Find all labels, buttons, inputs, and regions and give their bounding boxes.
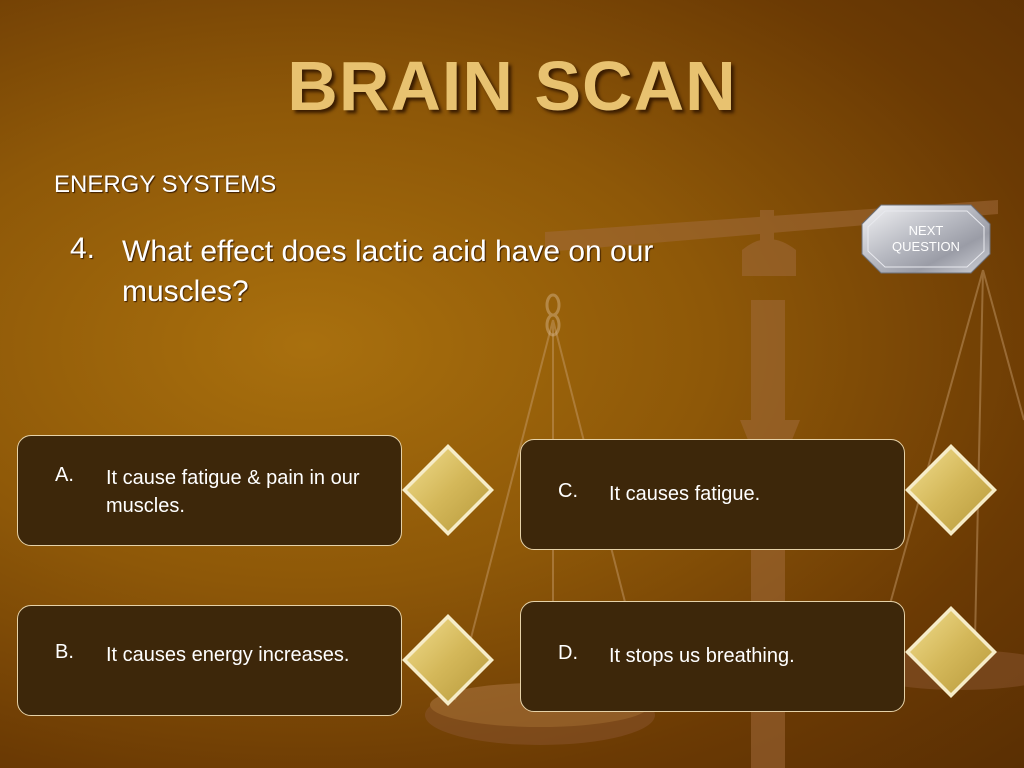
next-question-button[interactable]: NEXT QUESTION <box>861 204 991 274</box>
topic-label: ENERGY SYSTEMS <box>54 171 277 198</box>
next-label-line2: QUESTION <box>892 239 960 254</box>
answer-c-box[interactable]: C. It causes fatigue. <box>520 439 905 550</box>
answer-c-diamond-icon[interactable] <box>904 443 998 537</box>
answer-c-text: It causes fatigue. <box>609 483 761 505</box>
next-label-line1: NEXT <box>908 223 944 238</box>
answer-c-letter: C. <box>558 480 578 502</box>
answer-b-text: It causes energy increases. <box>106 644 350 666</box>
answer-b-box[interactable]: B. It causes energy increases. <box>17 605 402 716</box>
question-text: What effect does lactic acid have on our… <box>122 235 654 308</box>
question-number: 4. <box>70 232 96 265</box>
octagon-button-icon <box>861 204 991 274</box>
answer-b-letter: B. <box>55 641 74 663</box>
answer-d-letter: D. <box>558 642 578 664</box>
answer-d-box[interactable]: D. It stops us breathing. <box>520 601 905 712</box>
answer-a-diamond-icon[interactable] <box>401 443 495 537</box>
answer-d-text: It stops us breathing. <box>609 645 795 667</box>
slide-title: BRAIN SCAN <box>287 47 737 125</box>
answer-b-diamond-icon[interactable] <box>401 613 495 707</box>
answer-a-text: It cause fatigue & pain in our muscles. <box>106 467 360 517</box>
answer-a-box[interactable]: A. It cause fatigue & pain in our muscle… <box>17 435 402 546</box>
answer-d-diamond-icon[interactable] <box>904 605 998 699</box>
next-question-label: NEXT QUESTION <box>861 223 991 255</box>
answer-a-letter: A. <box>55 464 74 486</box>
